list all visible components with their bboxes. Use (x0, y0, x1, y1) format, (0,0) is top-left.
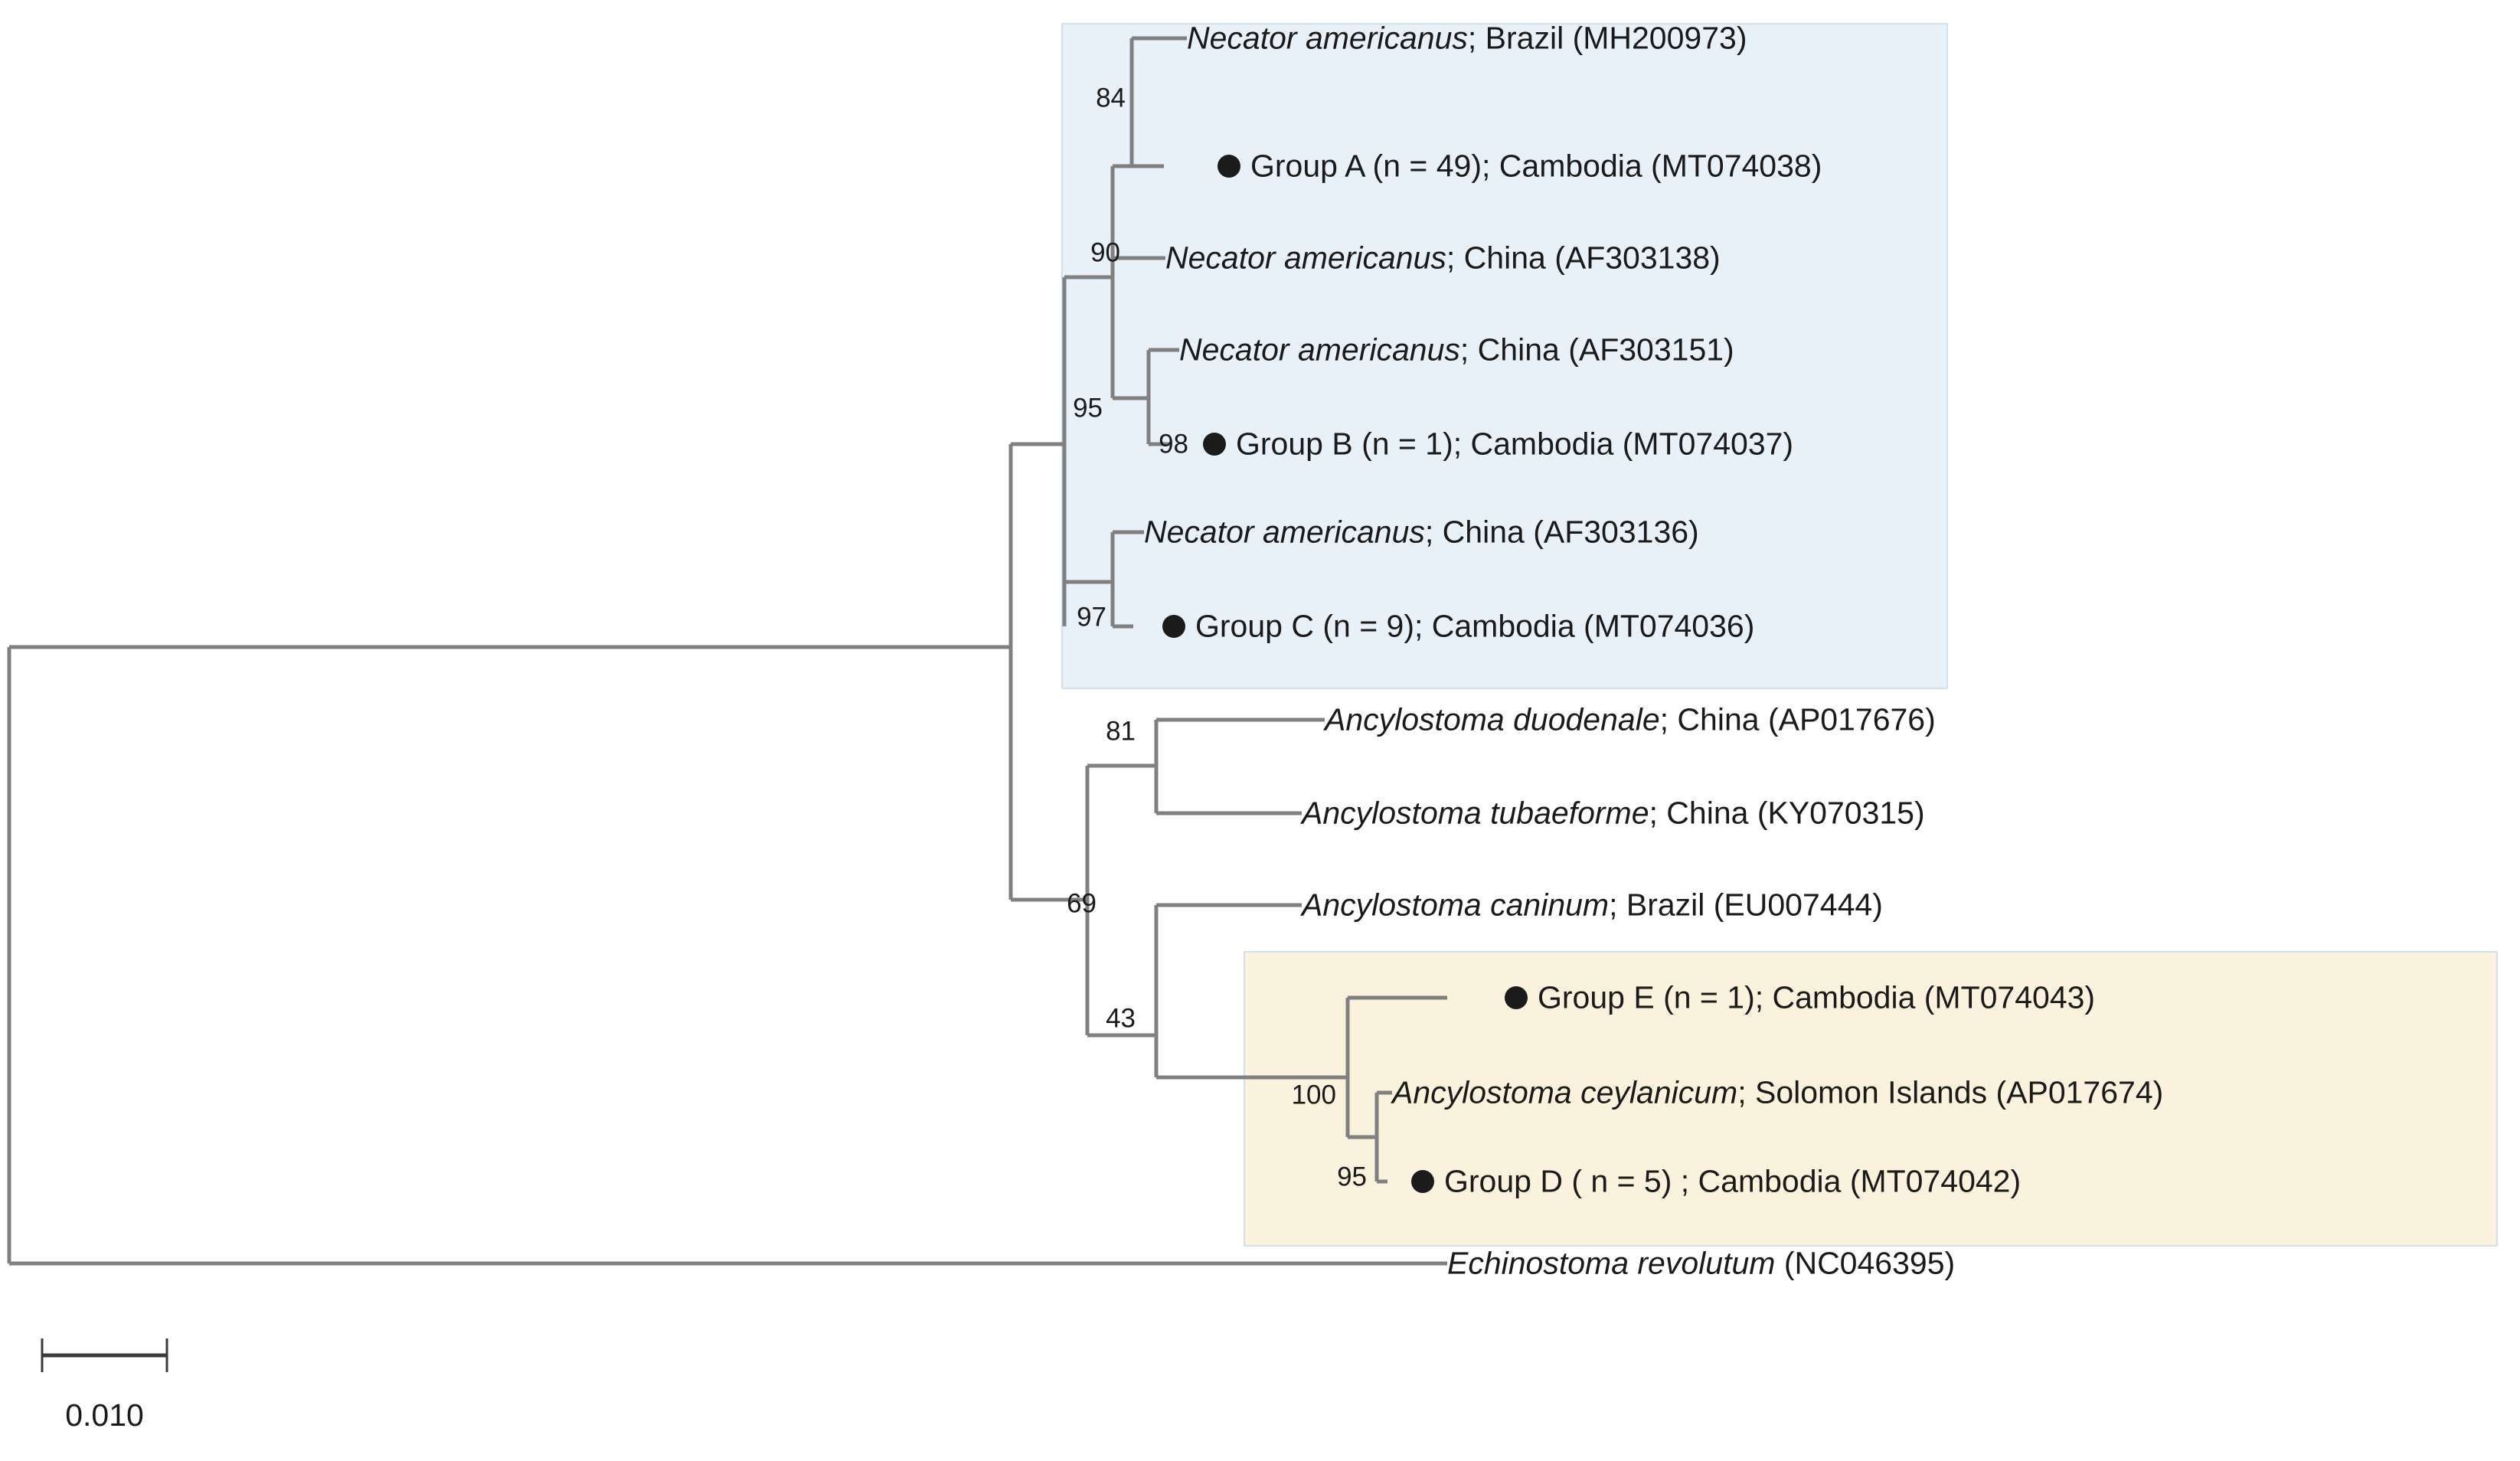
tip-group-a: Group A (n = 49); Cambodia (MT074038) (1250, 148, 1822, 184)
tip-ac-brazil: Ancylostoma caninum; Brazil (EU007444) (1302, 887, 1883, 923)
sample-marker-dot (1162, 615, 1185, 638)
bootstrap-value-81: 81 (1106, 716, 1136, 747)
bootstrap-value-90: 90 (1090, 237, 1120, 268)
tip-group-c: Group C (n = 9); Cambodia (MT074036) (1195, 608, 1755, 644)
bootstrap-value-98: 98 (1159, 429, 1188, 459)
species-name: Necator americanus (1179, 332, 1460, 368)
necator-clade-box (1061, 23, 1948, 689)
bootstrap-value-100: 100 (1291, 1080, 1336, 1110)
species-name: Ancylostoma caninum (1302, 887, 1610, 923)
accession-text: ; China (AP017676) (1659, 701, 1936, 737)
accession-text: ; China (KY070315) (1649, 795, 1925, 831)
ancylostoma-ceylanicum-clade-box (1244, 951, 2498, 1247)
tip-acey-solomon: Ancylostoma ceylanicum; Solomon Islands … (1392, 1077, 2163, 1109)
tip-at-china: Ancylostoma tubaeforme; China (KY070315) (1302, 795, 1925, 831)
bootstrap-value-95: 95 (1337, 1162, 1367, 1192)
accession-text: Group C (n = 9); Cambodia (MT074036) (1195, 608, 1755, 644)
species-name: Necator americanus (1187, 20, 1468, 56)
accession-text: Group A (n = 49); Cambodia (MT074038) (1250, 148, 1822, 184)
accession-text: ; China (AF303138) (1446, 240, 1721, 276)
tip-echinostoma: Echinostoma revolutum (NC046395) (1447, 1245, 1956, 1281)
accession-text: (NC046395) (1775, 1245, 1956, 1281)
bootstrap-value-84: 84 (1096, 83, 1126, 113)
tip-na-china-151: Necator americanus; China (AF303151) (1179, 332, 1734, 368)
species-name: Echinostoma revolutum (1447, 1245, 1776, 1281)
accession-text: Group D ( n = 5) ; Cambodia (MT074042) (1444, 1163, 2022, 1199)
scale-bar-label: 0.010 (65, 1397, 144, 1433)
sample-marker-dot (1203, 433, 1226, 456)
species-name: Necator americanus (1165, 240, 1446, 276)
tip-na-china-136: Necator americanus; China (AF303136) (1144, 514, 1699, 550)
accession-text: ; China (AF303136) (1424, 514, 1699, 550)
species-name: Necator americanus (1144, 514, 1425, 550)
accession-text: ; Brazil (EU007444) (1609, 887, 1883, 923)
sample-marker-dot (1505, 986, 1528, 1009)
tip-group-d: Group D ( n = 5) ; Cambodia (MT074042) (1444, 1163, 2022, 1199)
species-name: Ancylostoma ceylanicum (1392, 1074, 1738, 1110)
bootstrap-value-95: 95 (1073, 393, 1103, 423)
accession-text: ; Brazil (MH200973) (1467, 20, 1747, 56)
tip-na-china-138: Necator americanus; China (AF303138) (1165, 240, 1721, 276)
accession-text: ; Solomon Islands (AP017674) (1737, 1074, 2164, 1110)
accession-text: Group E (n = 1); Cambodia (MT074043) (1538, 979, 2096, 1015)
sample-marker-dot (1218, 155, 1240, 178)
tip-ad-china: Ancylostoma duodenale; China (AP017676) (1325, 704, 1936, 736)
tip-group-e: Group E (n = 1); Cambodia (MT074043) (1538, 982, 2095, 1014)
species-name: Ancylostoma tubaeforme (1302, 795, 1649, 831)
sample-marker-dot (1411, 1170, 1434, 1193)
accession-text: ; China (AF303151) (1459, 332, 1734, 368)
bootstrap-value-69: 69 (1067, 888, 1097, 919)
species-name: Ancylostoma duodenale (1325, 701, 1660, 737)
bootstrap-value-97: 97 (1077, 602, 1106, 632)
bootstrap-value-43: 43 (1106, 1003, 1136, 1034)
accession-text: Group B (n = 1); Cambodia (MT074037) (1236, 426, 1794, 462)
tip-na-brazil: Necator americanus; Brazil (MH200973) (1187, 20, 1747, 56)
tip-group-b: Group B (n = 1); Cambodia (MT074037) (1236, 426, 1794, 462)
